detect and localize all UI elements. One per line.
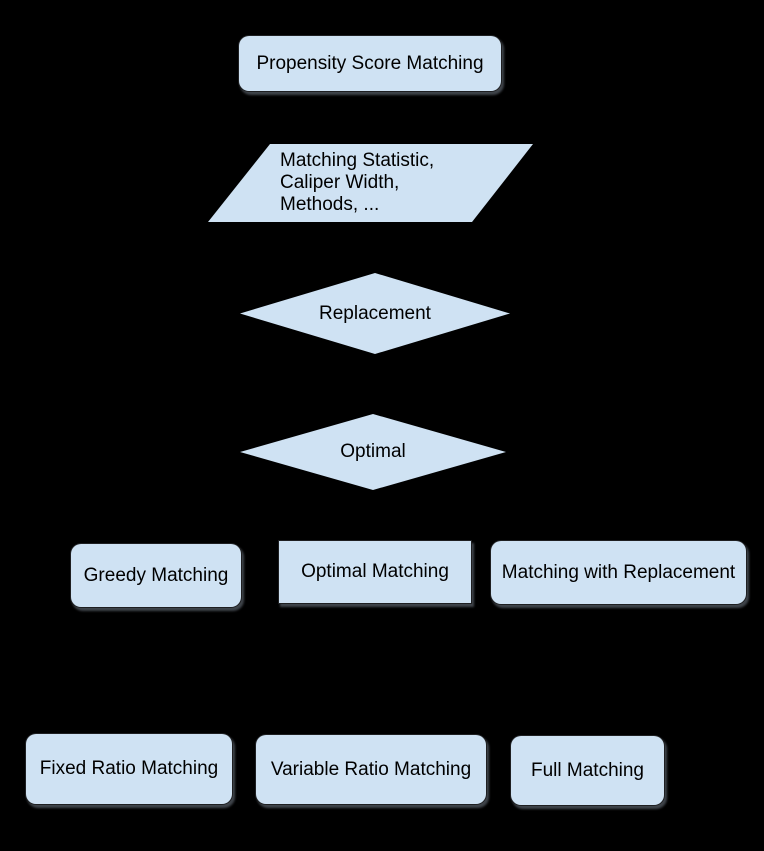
node-replacement-decision: Replacement [240, 273, 510, 354]
node-propensity-score-matching: Propensity Score Matching [238, 35, 502, 92]
node-label: Matching with Replacement [501, 561, 736, 583]
node-greedy-matching: Greedy Matching [70, 543, 242, 608]
node-fixed-ratio-matching: Fixed Ratio Matching [25, 733, 233, 805]
node-optimal-matching: Optimal Matching [278, 540, 472, 604]
parameters-line-1: Matching Statistic, [280, 150, 435, 171]
node-label: Replacement [319, 302, 431, 324]
node-parameters-parallelogram: Matching Statistic, Caliper Width, Metho… [208, 144, 533, 222]
parameters-line-3: Methods, ... [280, 194, 380, 215]
node-label: Greedy Matching [83, 564, 229, 586]
node-full-matching: Full Matching [510, 735, 665, 806]
node-label: Propensity Score Matching [256, 52, 484, 74]
node-optimal-decision: Optimal [240, 414, 506, 490]
node-label: Full Matching [531, 759, 644, 781]
node-matching-with-replacement: Matching with Replacement [490, 540, 747, 605]
parameters-line-2: Caliper Width, [280, 172, 400, 193]
node-label: Optimal [340, 441, 406, 462]
node-label: Optimal Matching [301, 561, 449, 582]
node-label: Matching Statistic, Caliper Width, Metho… [280, 150, 434, 216]
node-variable-ratio-matching: Variable Ratio Matching [255, 734, 487, 805]
node-label: Fixed Ratio Matching [39, 758, 219, 779]
node-label: Variable Ratio Matching [270, 758, 472, 780]
